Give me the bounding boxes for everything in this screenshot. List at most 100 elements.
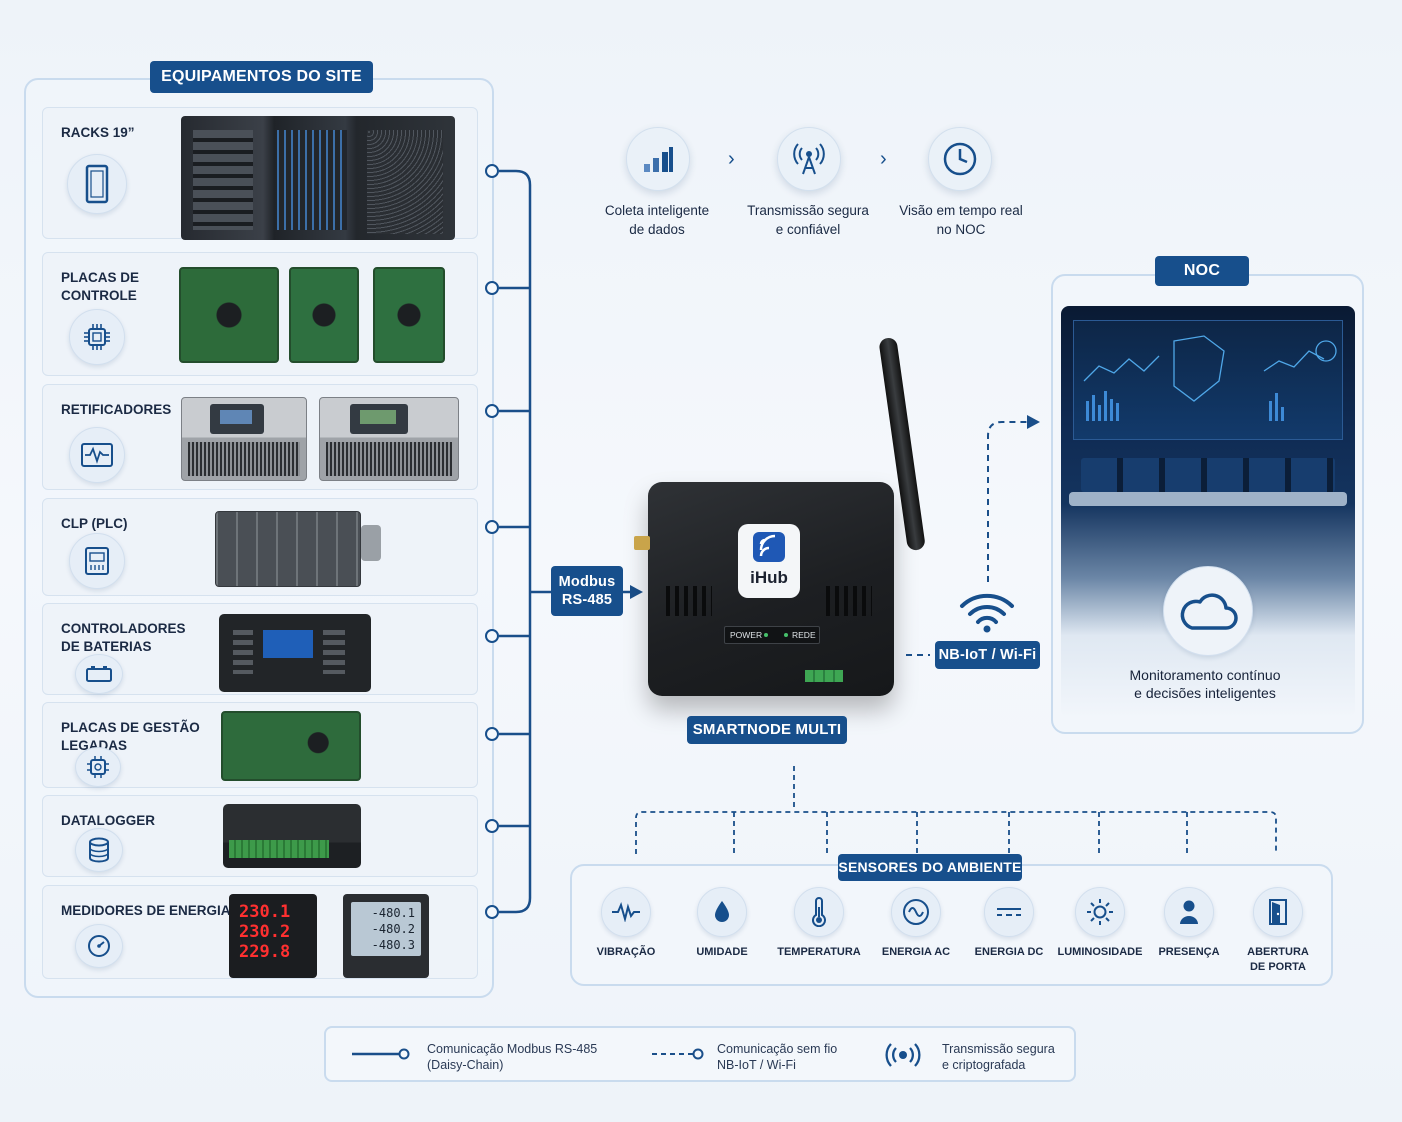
bus-node — [485, 520, 499, 534]
equipment-card-control-boards[interactable]: PLACAS DE CONTROLE — [42, 252, 478, 376]
noc-title: NOC — [1155, 256, 1249, 286]
meter-reading: -480.1 — [371, 906, 415, 920]
sensor-luminosity[interactable]: LUMINOSIDADE — [1050, 887, 1150, 960]
equipment-card-legacy-boards[interactable]: PLACAS DE GESTÃO LEGADAS — [42, 702, 478, 788]
equipment-label: CLP (PLC) — [61, 516, 128, 531]
vent-left — [666, 586, 712, 616]
plc-image — [215, 511, 361, 587]
status-panel: POWER REDE — [724, 626, 820, 644]
plc-rail — [361, 525, 381, 561]
battery-controller-image — [219, 614, 371, 692]
equipment-card-plc[interactable]: CLP (PLC) — [42, 498, 478, 596]
flow-step-label: Transmissão segura e confiável — [747, 203, 869, 237]
legend-label: Comunicação sem fio NB-IoT / Wi-Fi — [717, 1042, 838, 1072]
meter-reading: -480.2 — [371, 922, 415, 936]
rack-cabinet-image — [181, 116, 455, 240]
thermometer-icon — [794, 887, 844, 937]
noc-video-wall — [1073, 320, 1343, 440]
bar-chart-icon — [626, 127, 690, 191]
noc-caption: Monitoramento contínuo e decisões inteli… — [1129, 667, 1281, 701]
rack-icon — [67, 154, 127, 214]
sun-icon — [1075, 887, 1125, 937]
equipment-card-racks[interactable]: RACKS 19” — [42, 107, 478, 240]
equipment-label: RACKS 19” — [61, 125, 135, 140]
equipment-label: MEDIDORES DE ENERGIA — [61, 903, 231, 918]
flow-step-label: Visão em tempo real no NOC — [899, 203, 1023, 237]
wireless-label: NB-IoT / Wi-Fi — [935, 641, 1040, 669]
energy-meter-lcd: -480.1 -480.2 -480.3 — [343, 894, 429, 978]
rede-led-label: REDE — [792, 630, 816, 640]
sensor-ac-energy[interactable]: ENERGIA AC — [866, 887, 966, 960]
droplet-icon — [697, 887, 747, 937]
sensor-label: ENERGIA DC — [974, 946, 1044, 958]
bus-node — [485, 404, 499, 418]
sensor-door-opening[interactable]: ABERTURA DE PORTA — [1228, 887, 1328, 975]
sensor-label: ENERGIA AC — [881, 946, 951, 958]
equipment-card-energy-meters[interactable]: MEDIDORES DE ENERGIA 230.1 230.2 229.8 -… — [42, 885, 478, 979]
meter-reading: 230.1 — [239, 902, 291, 922]
modbus-label: Modbus RS-485 — [551, 566, 623, 616]
sensor-label: ABERTURA DE PORTA — [1247, 946, 1309, 973]
vibration-icon — [601, 887, 651, 937]
datalogger-image — [223, 804, 361, 868]
modbus-bus-lines — [499, 169, 643, 914]
energy-meter-red: 230.1 230.2 229.8 — [229, 894, 317, 978]
rede-led — [784, 633, 788, 637]
equipment-card-rectifiers[interactable]: RETIFICADORES — [42, 384, 478, 490]
gauge-icon — [75, 924, 123, 968]
bus-node — [485, 727, 499, 741]
equipment-card-datalogger[interactable]: DATALOGGER — [42, 795, 478, 877]
site-equipment-title: EQUIPAMENTOS DO SITE — [150, 61, 373, 93]
noc-control-room-image — [1061, 306, 1355, 718]
rectifier-image-2 — [319, 397, 459, 481]
rectifier-image-1 — [181, 397, 307, 481]
clock-icon — [928, 127, 992, 191]
sensor-label: VIBRAÇÃO — [596, 946, 656, 958]
legend-solid-line-icon — [352, 1048, 410, 1060]
sensor-vibration[interactable]: VIBRAÇÃO — [576, 887, 676, 960]
bus-node — [485, 281, 499, 295]
device-brand: iHub — [750, 568, 788, 587]
legacy-chip-icon — [75, 747, 121, 787]
equipment-label: RETIFICADORES — [61, 402, 172, 417]
sensor-temperature[interactable]: TEMPERATURA — [769, 887, 869, 960]
power-led — [764, 633, 768, 637]
cloud-icon — [1163, 566, 1253, 656]
meter-reading: 229.8 — [239, 942, 291, 962]
bus-node — [485, 819, 499, 833]
dc-icon — [984, 887, 1034, 937]
device-name: SMARTNODE MULTI — [687, 716, 847, 744]
meter-reading: -480.3 — [371, 938, 415, 952]
antenna-icon — [777, 127, 841, 191]
wireless-link-lines — [906, 415, 1040, 656]
meter-reading: 230.2 — [239, 922, 291, 942]
equipment-label: PLACAS DE CONTROLE — [61, 270, 140, 303]
sensors-title: SENSORES DO AMBIENTE — [838, 854, 1022, 881]
sensor-label: LUMINOSIDADE — [1057, 946, 1143, 958]
waveform-icon — [69, 427, 125, 483]
bus-node — [485, 164, 499, 178]
sensor-dc-energy[interactable]: ENERGIA DC — [959, 887, 1059, 960]
database-icon — [75, 828, 123, 872]
broadcast-icon — [885, 1043, 921, 1067]
sensor-label: TEMPERATURA — [777, 946, 861, 958]
chevron-right-icon: › — [880, 148, 887, 170]
chevron-right-icon: › — [728, 148, 735, 170]
bus-node — [485, 629, 499, 643]
sensor-label: PRESENÇA — [1158, 946, 1220, 958]
ac-icon — [891, 887, 941, 937]
control-board-image-1 — [179, 267, 279, 363]
equipment-card-battery-controllers[interactable]: CONTROLADORES DE BATERIAS — [42, 603, 478, 695]
equipment-label: CONTROLADORES DE BATERIAS — [61, 621, 186, 654]
sensor-humidity[interactable]: UMIDADE — [672, 887, 772, 960]
bus-node — [485, 905, 499, 919]
flow-step-label: Coleta inteligente de dados — [604, 203, 710, 237]
sensor-bus-lines — [635, 766, 1277, 854]
door-icon — [1253, 887, 1303, 937]
control-board-image-2 — [289, 267, 359, 363]
smartnode-device[interactable]: iHub POWER REDE — [634, 482, 894, 696]
sensor-presence[interactable]: PRESENÇA — [1139, 887, 1239, 960]
control-board-image-3 — [373, 267, 445, 363]
device-logo-tile: iHub — [738, 524, 800, 598]
terminal-block — [805, 670, 843, 682]
